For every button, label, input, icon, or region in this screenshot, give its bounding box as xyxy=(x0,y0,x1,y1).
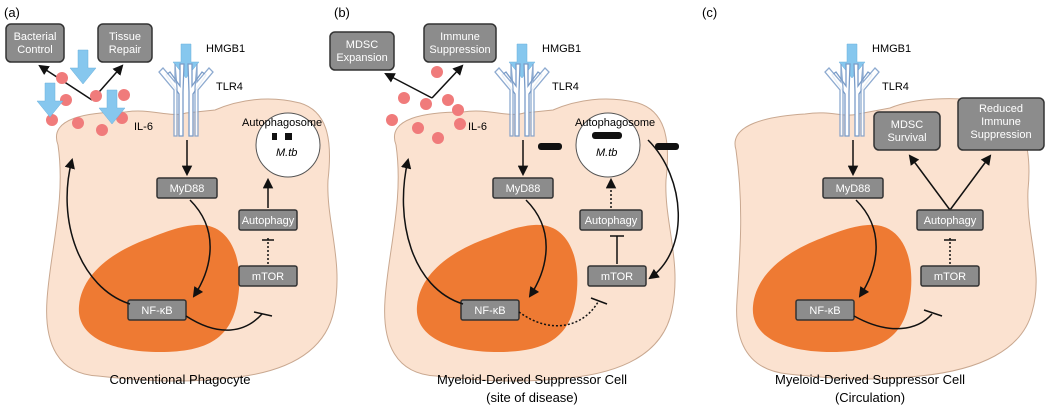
nfkb-label: NF-κB xyxy=(474,305,505,317)
panel-b-il6-label: IL-6 xyxy=(468,121,487,133)
panel-c-nfkb-box: NF-κB xyxy=(795,299,855,321)
panel-b-autophagy-box: Autophagy xyxy=(579,209,643,231)
arrow-autophagy-to-reduced-suppression xyxy=(949,154,992,211)
panel-c-letter: (c) xyxy=(702,5,717,20)
panel-c-caption-line1: Myeloid-Derived Suppressor Cell xyxy=(775,372,965,387)
panel-b-nfkb-box: NF-κB xyxy=(460,299,520,321)
panel-b-caption-line2: (site of disease) xyxy=(486,390,578,405)
panel-a-nucleus xyxy=(78,224,240,352)
panel-c-nucleus xyxy=(752,224,912,352)
bacterial-control-line2: Control xyxy=(17,44,52,56)
nfkb-label: NF-κB xyxy=(809,305,840,317)
panel-a-hmgb1-label: HMGB1 xyxy=(206,43,245,55)
panel-a-mtor-box: mTOR xyxy=(238,265,298,287)
panel-b-nucleus xyxy=(416,224,578,352)
mdsc-expansion-line2: Expansion xyxy=(336,52,387,64)
dotted-nfkb-to-mtor xyxy=(518,301,599,327)
panel-b-mtb-fragment xyxy=(592,132,622,139)
panel-c-myd88-box: MyD88 xyxy=(822,177,884,199)
panel-c-autophagy-box: Autophagy xyxy=(916,209,984,231)
panel-b-tlr4-label: TLR4 xyxy=(552,81,579,93)
panel-b-hmgb1-label: HMGB1 xyxy=(542,43,581,55)
panel-a-autophagy-box: Autophagy xyxy=(238,209,298,231)
panel-b-immune-suppression-box: Immune Suppression xyxy=(423,23,497,63)
panel-b-letter: (b) xyxy=(334,5,350,20)
arrow-to-bacterial-control xyxy=(38,64,93,101)
panel-c-mdsc-survival-box: MDSC Survival xyxy=(873,111,941,151)
immune-suppression-line2: Suppression xyxy=(429,44,490,56)
panel-a-autophagosome-label: Autophagosome xyxy=(242,117,322,129)
panel-c-hmgb1-label: HMGB1 xyxy=(872,43,911,55)
reduced-suppression-line1: Reduced xyxy=(979,103,1023,115)
panel-a-myd88-box: MyD88 xyxy=(156,177,218,199)
myd88-label: MyD88 xyxy=(836,183,871,195)
dotted-inhibit-bar xyxy=(590,297,608,305)
panel-a-hmgb1-icon xyxy=(172,43,200,79)
arrow-nfkb-to-il6 xyxy=(400,157,464,305)
mdsc-expansion-line1: MDSC xyxy=(346,39,378,51)
panel-a: (a) Bacterial Control Tissue Repair xyxy=(4,5,338,387)
arrow-to-immune-suppression xyxy=(431,64,464,99)
mdsc-survival-line1: MDSC xyxy=(891,119,923,131)
panel-c-reduced-suppression-box: Reduced Immune Suppression xyxy=(957,97,1045,151)
panel-c-caption-line2: (Circulation) xyxy=(835,390,905,405)
panel-a-autophagosome xyxy=(255,112,321,178)
inhibit-bar xyxy=(253,311,273,317)
myd88-label: MyD88 xyxy=(170,183,205,195)
panel-b-caption-line1: Myeloid-Derived Suppressor Cell xyxy=(437,372,627,387)
panel-b-il6-cluster xyxy=(386,66,466,144)
panel-a-mtb-label: M.tb xyxy=(276,147,297,159)
panel-b-hmgb1-icon xyxy=(508,43,536,79)
panel-a-mtb-fragment xyxy=(285,133,292,140)
panel-b-inhibition-bar-left xyxy=(538,143,562,150)
panel-b-mtb-label: M.tb xyxy=(596,147,617,159)
panel-a-letter: (a) xyxy=(4,5,20,20)
panel-c: (c) HMGB1 TLR4 MDSC Survival Reduced Imm… xyxy=(702,5,1045,405)
inhibit-bar xyxy=(923,309,943,317)
arrow-to-mdsc-expansion xyxy=(384,73,433,99)
panel-a-caption: Conventional Phagocyte xyxy=(110,372,251,387)
nfkb-label: NF-κB xyxy=(141,305,172,317)
mdsc-survival-line2: Survival xyxy=(887,132,926,144)
panel-a-tissue-repair-box: Tissue Repair xyxy=(97,23,153,63)
arrow-myd88-to-nfkb xyxy=(189,199,211,298)
immune-suppression-line1: Immune xyxy=(440,31,480,43)
arrow-myd88-to-nfkb xyxy=(525,199,547,298)
panel-a-nfkb-box: NF-κB xyxy=(127,299,187,321)
arrow-to-mtor xyxy=(647,139,679,280)
mtor-label: mTOR xyxy=(252,271,284,283)
panel-a-il6-label: IL-6 xyxy=(134,121,153,133)
panel-b-inhibition-bar-right xyxy=(655,143,679,150)
panel-b-mdsc-expansion-box: MDSC Expansion xyxy=(329,31,395,71)
mtor-label: mTOR xyxy=(601,271,633,283)
inhibit-nfkb-to-mtor xyxy=(853,313,933,330)
arrow-myd88-to-nfkb xyxy=(855,199,877,298)
reduced-suppression-line2: Immune xyxy=(981,116,1021,128)
panel-c-tlr4-label: TLR4 xyxy=(882,81,909,93)
panel-b-autophagosome-label: Autophagosome xyxy=(575,117,655,129)
panel-a-bacterial-control-box: Bacterial Control xyxy=(5,23,65,63)
panel-a-tlr4-label: TLR4 xyxy=(216,81,243,93)
panel-b-mtor-box: mTOR xyxy=(587,265,647,287)
autophagy-label: Autophagy xyxy=(585,215,638,227)
panel-a-mtb-fragment xyxy=(272,133,277,140)
panel-c-mtor-box: mTOR xyxy=(920,265,980,287)
inhibit-nfkb-to-mtor xyxy=(185,313,263,331)
panel-b-autophagosome xyxy=(575,112,641,178)
bacterial-control-line1: Bacterial xyxy=(14,31,57,43)
reduced-suppression-line3: Suppression xyxy=(970,129,1031,141)
autophagy-label: Autophagy xyxy=(242,215,295,227)
mtor-label: mTOR xyxy=(934,271,966,283)
autophagy-label: Autophagy xyxy=(924,215,977,227)
panel-b-myd88-box: MyD88 xyxy=(492,177,554,199)
arrow-nfkb-to-il6 xyxy=(64,157,131,305)
panel-a-il6-cluster xyxy=(46,66,130,136)
arrow-autophagy-to-survival xyxy=(908,154,951,211)
myd88-label: MyD88 xyxy=(506,183,541,195)
tissue-repair-line1: Tissue xyxy=(109,31,141,43)
panel-b: (b) MDSC Expansion Immune Suppression IL… xyxy=(329,5,679,405)
tissue-repair-line2: Repair xyxy=(109,44,142,56)
panel-c-hmgb1-icon xyxy=(838,43,866,79)
